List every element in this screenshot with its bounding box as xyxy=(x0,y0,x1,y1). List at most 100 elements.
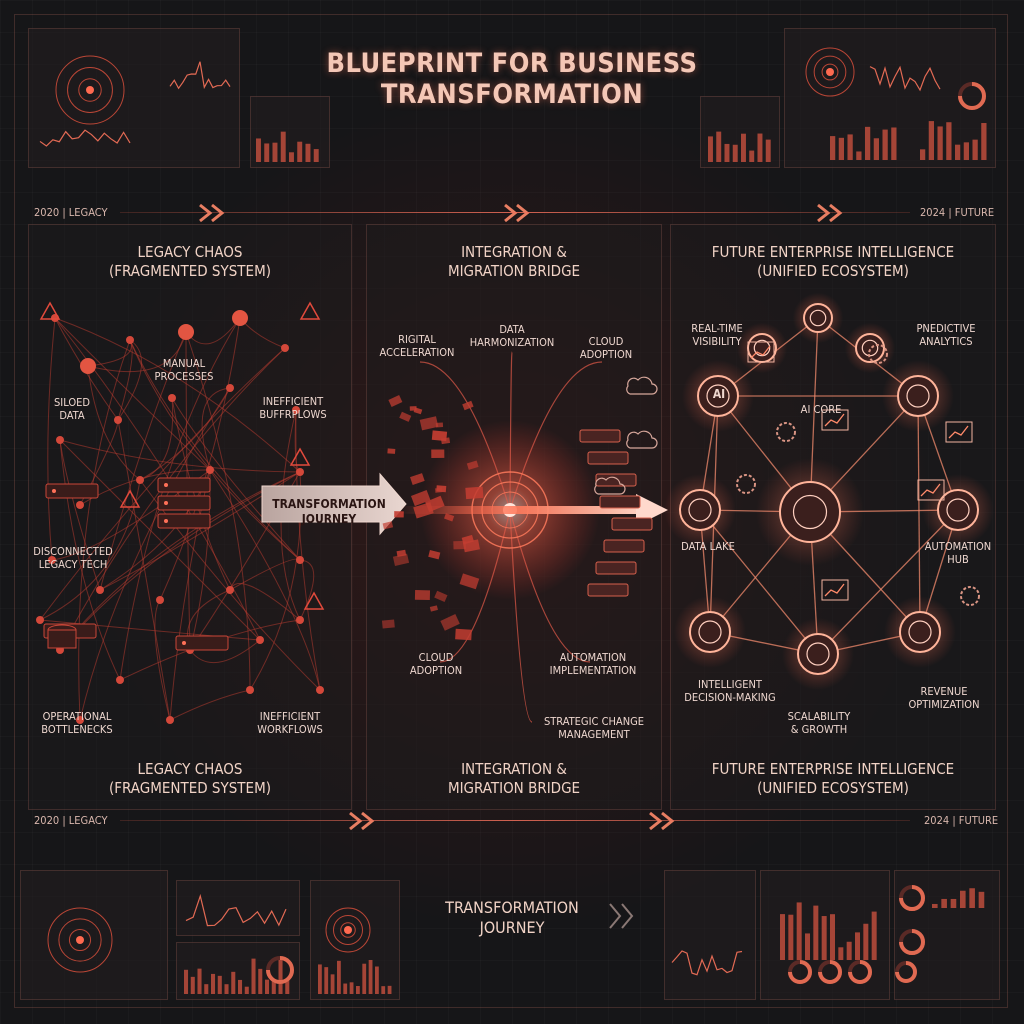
donut-widget-arc xyxy=(899,885,925,911)
legacy-link xyxy=(99,331,187,591)
bar-widget xyxy=(716,131,722,162)
warning-icon xyxy=(119,489,141,508)
legacy-node xyxy=(246,686,254,694)
timeline-chevron xyxy=(829,203,843,223)
bar-widget xyxy=(863,923,869,960)
page-title: BLUEPRINT FOR BUSINESS TRANSFORMATION xyxy=(326,48,698,110)
future-node xyxy=(689,611,731,653)
bar-widget xyxy=(708,136,713,162)
radar-widget-core xyxy=(826,68,834,76)
timeline-chevron xyxy=(361,811,375,831)
legacy-link xyxy=(185,331,251,691)
chart-icon xyxy=(917,479,945,501)
donut-widget-arc xyxy=(788,960,812,984)
legacy-link xyxy=(129,339,301,561)
data-fragment xyxy=(410,473,425,485)
bar-widget xyxy=(972,139,978,160)
legacy-link xyxy=(209,469,321,691)
legacy-link xyxy=(201,387,231,471)
bar-widget xyxy=(830,914,835,960)
data-block xyxy=(599,495,641,509)
gear-icon xyxy=(736,474,756,494)
future-node xyxy=(855,333,885,363)
bar-widget xyxy=(343,983,348,994)
radar-widget xyxy=(58,918,102,962)
bar-widget xyxy=(891,127,897,160)
bar-widget xyxy=(838,137,844,160)
bar-widget xyxy=(873,138,879,160)
bar-widget xyxy=(765,139,771,162)
timeline-chevron xyxy=(349,811,363,831)
legacy-node xyxy=(136,476,144,484)
bar-widget xyxy=(950,898,957,908)
bar-widget xyxy=(381,986,386,994)
legacy-link xyxy=(39,347,286,621)
bar-widget xyxy=(224,984,229,994)
chart-line xyxy=(750,345,771,359)
bridge-spoke xyxy=(509,361,603,511)
data-fragment xyxy=(462,400,474,411)
future-node xyxy=(897,375,939,417)
bar-widget xyxy=(204,984,209,994)
data-fragment xyxy=(393,511,404,518)
donut-widget-arc xyxy=(848,960,872,984)
radar-widget xyxy=(332,914,364,946)
bar-widget xyxy=(937,126,943,160)
bar-widget xyxy=(211,973,216,994)
legacy-link xyxy=(169,689,251,721)
timeline-chevron xyxy=(516,203,530,223)
gear-icon xyxy=(688,498,712,522)
bar-widget xyxy=(963,142,969,160)
top-left-dashboard xyxy=(28,28,240,168)
future-node xyxy=(803,303,833,333)
legacy-node xyxy=(206,466,214,474)
chart-icon xyxy=(821,409,849,431)
bar-widget xyxy=(349,982,354,994)
bar-widget xyxy=(830,136,836,160)
radar-widget xyxy=(78,78,102,102)
bar-widget xyxy=(278,959,283,994)
bridge-spoke xyxy=(439,509,511,663)
gear-icon xyxy=(960,586,980,606)
bar-widget xyxy=(920,149,926,160)
bridge-spoke xyxy=(509,351,513,511)
bar-widget xyxy=(838,947,844,960)
data-fragment xyxy=(453,540,467,550)
future-node xyxy=(697,375,739,417)
future-node xyxy=(797,633,839,675)
warning-icon xyxy=(289,447,311,466)
server-rack xyxy=(157,513,211,529)
chart-line xyxy=(920,483,941,497)
bottom-right-mini-1 xyxy=(664,870,756,1000)
gear-icon xyxy=(809,309,827,327)
legacy-link xyxy=(299,559,315,621)
bar-widget xyxy=(865,126,871,160)
bar-widget xyxy=(932,903,938,908)
data-fragment xyxy=(434,590,448,603)
bar-widget xyxy=(265,979,270,994)
data-fragment xyxy=(419,416,439,431)
gear-icon xyxy=(908,620,932,644)
radar-widget xyxy=(47,907,113,973)
radar-widget xyxy=(325,907,371,953)
sparkline xyxy=(185,893,287,927)
legacy-link xyxy=(129,339,301,561)
data-fragment xyxy=(413,502,434,519)
legacy-link xyxy=(239,317,286,349)
server-led xyxy=(164,483,168,487)
legacy-link xyxy=(87,365,141,481)
legacy-link xyxy=(78,339,131,721)
chart-icon xyxy=(747,341,775,363)
warning-icon xyxy=(299,301,321,320)
bar-widget xyxy=(732,144,738,162)
legacy-node xyxy=(316,686,324,694)
bar-widget xyxy=(258,968,263,994)
bridge-spoke xyxy=(509,509,591,663)
bar-widget xyxy=(978,891,985,908)
